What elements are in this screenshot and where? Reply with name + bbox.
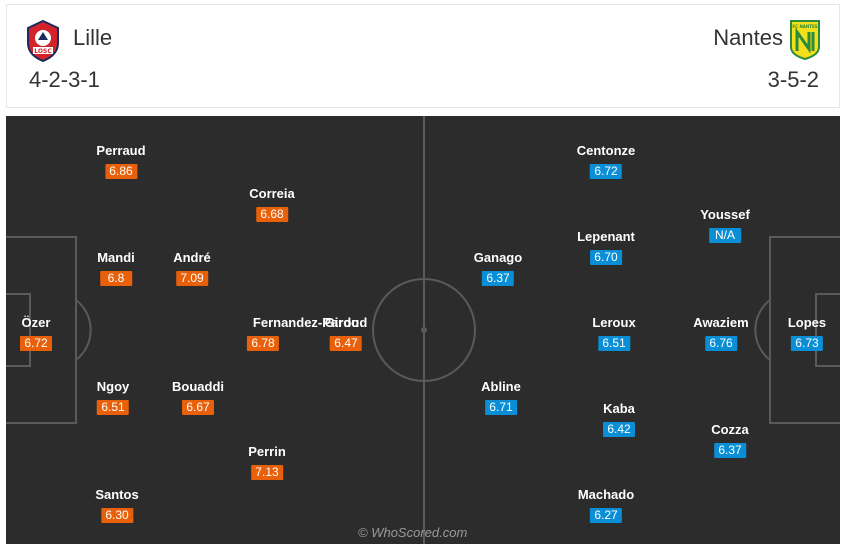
player-perrin[interactable]: Perrin 7.13 [248,444,286,480]
player-cozza[interactable]: Cozza 6.37 [711,422,749,458]
player-perraud[interactable]: Perraud 6.86 [96,143,146,179]
player-rating: 6.68 [256,207,288,222]
player-youssef[interactable]: Youssef N/A [700,207,750,243]
player-name: Ganago [473,250,523,265]
player-rating: 6.27 [590,508,622,523]
player-name: Correia [249,186,295,201]
player-awaziem[interactable]: Awaziem 6.76 [693,315,749,351]
player-name: Awaziem [693,315,749,330]
player-giroud[interactable]: Giroud 6.47 [324,315,368,351]
lille-crest-icon: LOSC [23,19,63,68]
player-name: Centonze [576,143,636,158]
player-name: Özer [21,315,51,330]
player-name: Giroud [324,315,368,330]
player-name: André [173,250,211,265]
player-rating: 6.70 [589,250,622,265]
player-bouaddi[interactable]: Bouaddi 6.67 [172,379,224,415]
pitch-markings [6,116,840,544]
player-ganago[interactable]: Ganago 6.37 [474,250,522,286]
player-rating: 6.73 [790,336,823,351]
player-rating: 7.13 [250,465,283,480]
player-name: Lepenant [577,229,635,244]
player-ozer[interactable]: Özer 6.72 [20,315,52,351]
player-leroux[interactable]: Leroux 6.51 [592,315,636,351]
player-name: Abline [481,379,521,394]
player-rating: 6.71 [484,400,517,415]
player-machado[interactable]: Machado 6.27 [578,487,634,523]
player-rating: 6.86 [104,164,137,179]
player-rating: 6.30 [101,508,133,523]
player-rating: 6.42 [603,422,635,437]
away-formation: 3-5-2 [767,67,819,92]
pitch: Perraud 6.86 Correia 6.68 Mandi 6.8 Andr… [6,116,840,544]
svg-text:FC NANTES: FC NANTES [792,24,817,29]
player-rating: 6.47 [329,336,362,351]
player-rating: 7.09 [176,271,208,286]
player-rating: 6.51 [598,336,630,351]
player-rating: 6.67 [182,400,214,415]
player-name: Fernandez-Pardo [252,315,360,330]
player-santos[interactable]: Santos 6.30 [95,487,139,523]
home-formation: 4-2-3-1 [29,67,100,92]
player-name: Santos [95,487,139,502]
player-name: Machado [577,487,635,502]
player-name: Cozza [711,422,749,437]
player-name: Leroux [592,315,636,330]
player-name: Lopes [787,315,827,330]
svg-text:LOSC: LOSC [34,48,52,55]
player-rating: 6.8 [100,271,132,286]
player-name: Youssef [700,207,750,222]
player-kaba[interactable]: Kaba 6.42 [603,401,635,437]
player-rating: 6.51 [97,400,129,415]
player-andre[interactable]: André 7.09 [173,250,211,286]
player-rating: 6.72 [590,164,622,179]
player-name: Perrin [248,444,286,459]
player-fernandez-pardo[interactable]: Fernandez-Pardo 6.78 [247,315,360,351]
player-rating: 6.76 [705,336,737,351]
player-name: Mandi [97,250,135,265]
player-ngoy[interactable]: Ngoy 6.51 [96,379,130,415]
player-correia[interactable]: Correia 6.68 [249,186,295,222]
player-rating: 6.72 [20,336,52,351]
player-centonze[interactable]: Centonze 6.72 [576,143,636,179]
player-rating: N/A [708,228,741,243]
away-team-name[interactable]: Nantes [713,25,783,50]
player-lopes[interactable]: Lopes 6.73 [788,315,826,351]
player-rating: 6.78 [247,336,279,351]
player-name: Ngoy [96,379,130,394]
player-lepenant[interactable]: Lepenant 6.70 [577,229,635,265]
player-mandi[interactable]: Mandi 6.8 [97,250,135,286]
player-name: Bouaddi [172,379,224,394]
player-name: Perraud [96,143,146,158]
player-name: Kaba [603,401,635,416]
player-abline[interactable]: Abline 6.71 [481,379,521,415]
nantes-crest-icon: FC NANTES [789,19,821,66]
home-team-name[interactable]: Lille [73,25,113,50]
whoscored-watermark: © WhoScored.com [358,525,468,540]
player-rating: 6.37 [482,271,514,286]
player-rating: 6.37 [714,443,746,458]
match-header: LOSC Lille 4-2-3-1 FC NANTES Nantes 3-5-… [6,4,840,108]
